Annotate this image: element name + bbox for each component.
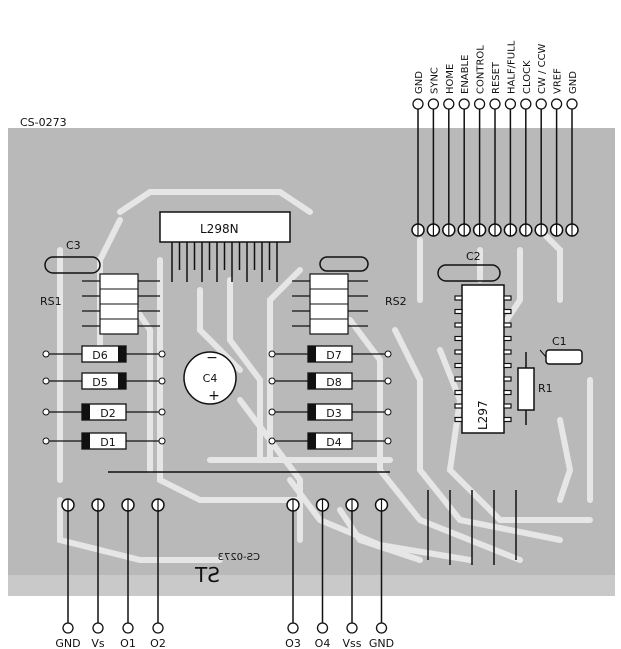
bottom-pin: Vss bbox=[343, 498, 362, 649]
top-pin: CLOCK bbox=[519, 60, 533, 237]
top-pin: RESET bbox=[488, 61, 502, 237]
top-pin: HOME bbox=[442, 64, 456, 237]
capacitor-c1: C1 bbox=[539, 335, 583, 365]
bottom-pin: Vs bbox=[91, 498, 105, 649]
svg-text:RS1: RS1 bbox=[40, 295, 62, 308]
top-pin-label: VREF bbox=[553, 68, 564, 94]
top-pin-label: CLOCK bbox=[522, 60, 533, 94]
ic-l298n: L298N bbox=[159, 211, 291, 282]
top-pin: CONTROL bbox=[472, 45, 487, 237]
bottom-pin-label: GND bbox=[369, 637, 394, 649]
diode-label: D8 bbox=[326, 376, 341, 389]
top-pin: GND bbox=[411, 71, 425, 237]
svg-text:CS-0273: CS-0273 bbox=[218, 552, 260, 563]
diode-label: D3 bbox=[326, 407, 341, 420]
diode: D4 bbox=[268, 432, 392, 450]
diode-label: D1 bbox=[100, 436, 115, 449]
diode-label: D7 bbox=[326, 349, 341, 362]
bottom-pin-label: Vs bbox=[91, 637, 105, 649]
diode-label: D5 bbox=[92, 376, 107, 389]
diode: D6 bbox=[42, 345, 166, 363]
bottom-pin-label: Vss bbox=[343, 637, 362, 649]
top-pin-label: GND bbox=[568, 71, 579, 94]
bottom-pin: O1 bbox=[120, 498, 136, 649]
svg-text:C4: C4 bbox=[203, 372, 218, 385]
top-pin: CW / CCW bbox=[534, 43, 548, 237]
svg-text:C2: C2 bbox=[466, 250, 481, 263]
diode: D3 bbox=[268, 403, 392, 421]
top-pin: HALF/FULL bbox=[503, 40, 517, 237]
svg-text:L298N: L298N bbox=[200, 222, 239, 236]
svg-text:ST: ST bbox=[194, 563, 220, 587]
top-pin-label: CONTROL bbox=[476, 45, 487, 94]
capacitor-c4: − C4 + bbox=[183, 350, 237, 405]
bottom-connector-left: GND Vs O1 O2 bbox=[55, 498, 166, 649]
bottom-pin-label: O4 bbox=[315, 637, 331, 649]
board-code: CS-0273 bbox=[20, 116, 67, 129]
bottom-pin: O2 bbox=[150, 498, 166, 649]
bottom-pin: GND bbox=[55, 498, 81, 649]
right-leads bbox=[427, 490, 517, 565]
bottom-pin-label: O3 bbox=[285, 637, 301, 649]
svg-text:−: − bbox=[206, 350, 218, 366]
diode: D1 bbox=[42, 432, 166, 450]
svg-text:RS2: RS2 bbox=[385, 295, 407, 308]
top-pin: ENABLE bbox=[457, 55, 471, 237]
svg-text:L297: L297 bbox=[476, 400, 490, 430]
top-pin-label: RESET bbox=[491, 61, 502, 94]
top-pin-label: CW / CCW bbox=[537, 43, 548, 94]
bottom-pin-label: GND bbox=[55, 637, 80, 649]
top-pin-label: HOME bbox=[445, 64, 456, 94]
top-pin-label: ENABLE bbox=[460, 55, 471, 94]
diode-label: D2 bbox=[100, 407, 115, 420]
bottom-pin-label: O1 bbox=[120, 637, 136, 649]
bottom-pin: GND bbox=[369, 498, 394, 649]
svg-text:+: + bbox=[208, 388, 220, 404]
top-pin: VREF bbox=[549, 68, 564, 237]
diode: D8 bbox=[268, 372, 392, 390]
top-pin-label: SYNC bbox=[429, 67, 440, 94]
bottom-pin-label: O2 bbox=[150, 637, 166, 649]
diode-label: D6 bbox=[92, 349, 107, 362]
top-pin: SYNC bbox=[426, 67, 440, 237]
resistor-r1: R1 bbox=[517, 352, 553, 425]
resistor-array-rs2: RS2 bbox=[292, 256, 407, 335]
mirrored-silkscreen: CS-0273 ST bbox=[194, 552, 260, 587]
resistor-array-rs1: RS1 bbox=[40, 273, 160, 335]
svg-text:C1: C1 bbox=[552, 335, 567, 348]
top-pin-label: GND bbox=[414, 71, 425, 94]
capacitor-c2: C2 bbox=[437, 250, 501, 282]
bottom-pin: O3 bbox=[285, 498, 301, 649]
bottom-connector-right: O3 O4 Vss GND bbox=[285, 498, 394, 649]
top-connector: GND SYNC HOME ENABLE CONTROL RESET HALF/FULL CL… bbox=[411, 40, 579, 237]
svg-text:C3: C3 bbox=[66, 239, 81, 252]
bottom-pin: O4 bbox=[315, 498, 331, 649]
diode: D7 bbox=[268, 345, 392, 363]
diode: D5 bbox=[42, 372, 166, 390]
diode: D2 bbox=[42, 403, 166, 421]
top-pin-label: HALF/FULL bbox=[506, 40, 517, 94]
capacitor-c3: C3 bbox=[44, 239, 101, 274]
traces bbox=[57, 189, 593, 563]
ic-l297: L297 bbox=[454, 284, 512, 434]
diode-label: D4 bbox=[326, 436, 341, 449]
top-pin: GND bbox=[565, 71, 579, 237]
svg-text:R1: R1 bbox=[538, 382, 553, 395]
